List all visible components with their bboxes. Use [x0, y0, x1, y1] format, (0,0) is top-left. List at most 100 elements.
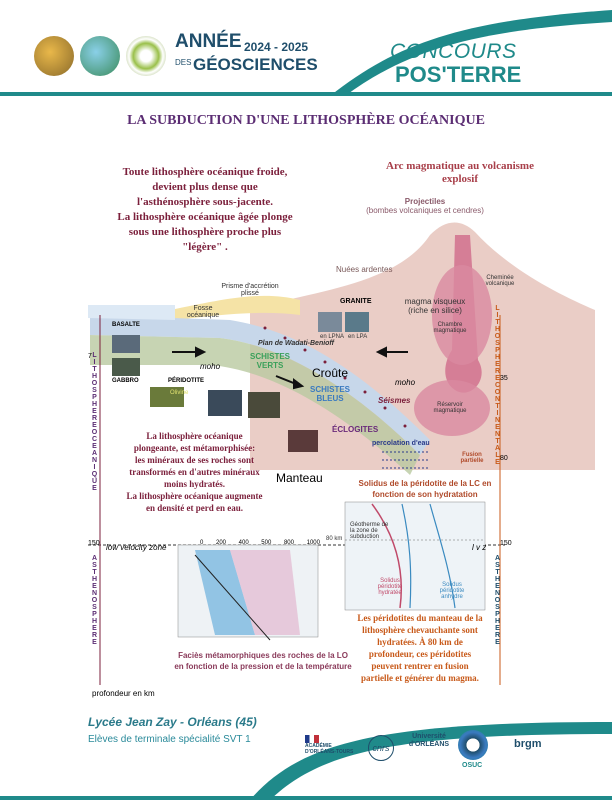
- metamorph-line: La lithosphère océanique augmente: [126, 491, 263, 501]
- lpa-label: en LPA: [348, 334, 368, 340]
- subduction-diagram: [88, 222, 595, 685]
- peridotites-line: lithosphère chevauchante sont: [362, 625, 478, 635]
- accretion-prism: [170, 295, 300, 320]
- schistes-bleus-label: SCHISTES BLEUS: [310, 385, 351, 403]
- metamorph-line: les minéraux de ses roches sont: [134, 455, 255, 465]
- solidus-title: Solidus de la péridotite de la LC en fon…: [358, 479, 492, 499]
- solidus-hydrate-curve: [401, 503, 412, 609]
- gabbro-label: GABBRO: [112, 378, 139, 384]
- tick-label: 500: [261, 540, 272, 546]
- intro-line: sous une lithosphère proche plus: [128, 226, 282, 238]
- years-label: 2024 - 2025: [244, 40, 309, 54]
- schiste-photo-2: [248, 392, 280, 418]
- moho-left-label: moho: [200, 362, 221, 371]
- projectiles-sub: (bombes volcaniques et cendres): [366, 206, 484, 215]
- eleves-label: Elèves de terminale spécialité SVT 1: [88, 734, 251, 745]
- arc-title: Arc magmatique au volcanisme explosif: [386, 160, 534, 185]
- chambre-label: Chambre magmatique: [433, 322, 467, 334]
- manteau-label: Manteau: [276, 471, 323, 485]
- fosse-label: Fosse océanique: [186, 305, 220, 319]
- profondeur-label: profondeur en km: [92, 689, 155, 698]
- moho-right-label: moho: [395, 378, 416, 387]
- intro-line: "légère" .: [182, 241, 228, 253]
- geotherme-label: Géotherme de la zone de subduction: [350, 522, 389, 540]
- seismic-dots: [263, 326, 407, 428]
- granite-lpa-photo: [345, 312, 369, 332]
- basalte-label: BASALTE: [112, 322, 140, 328]
- peridotite-label: PÉRIDOTITE: [168, 378, 205, 384]
- depth-35: 35: [500, 375, 508, 382]
- poster-title: LA SUBDUCTION D'UNE LITHOSPHÈRE OCÉANIQU…: [127, 113, 485, 128]
- intro-line: Toute lithosphère océanique froide,: [122, 166, 288, 178]
- prisme-label: Prisme d'accrétion plissé: [221, 283, 279, 297]
- projectiles-label: Projectiles (bombes volcaniques et cendr…: [340, 197, 510, 215]
- eclogites-label: ÉCLOGITES: [332, 425, 379, 434]
- facies-line: en fonction de la pression et de la temp…: [174, 662, 352, 671]
- cnrs-logo: cnrs: [368, 735, 394, 761]
- oceanic-crust: [90, 315, 430, 455]
- des-label: DES: [175, 58, 192, 67]
- schiste-photo-1: [208, 390, 242, 416]
- facies-ticks: 0 200 400 500 800 1000: [200, 540, 320, 546]
- asthenosphere-left-vertical: ASTHENOSPHERE: [91, 555, 98, 646]
- fusion-label: Fusion partielle: [460, 452, 484, 464]
- intro-line: l'asthénosphère sous-jacente.: [136, 196, 274, 208]
- academie-logo: ACADÉMIE D'ORLÉANS-TOURS: [305, 735, 355, 755]
- movement-arrows: [172, 346, 408, 390]
- lvz-label: l v z: [472, 543, 487, 552]
- peridotites-line: Les péridotites du manteau de la: [357, 613, 483, 623]
- depth-80: 80: [500, 455, 508, 462]
- schistes-verts-label: SCHISTES VERTS: [250, 352, 291, 370]
- solidus-80km-label: 80 km: [326, 536, 343, 542]
- solidus-chart: [344, 501, 486, 611]
- peridotites-line: hydratées. À 80 km de: [377, 637, 463, 647]
- osuc-label: OSUC: [462, 762, 483, 769]
- peridotites-text: Les péridotites du manteau de la lithosp…: [345, 612, 495, 684]
- annee-label: ANNÉE: [175, 31, 242, 52]
- lycee-label: Lycée Jean Zay - Orléans (45): [88, 715, 257, 729]
- solidus-hydrate-label: Solidus péridotite hydratée: [377, 578, 403, 596]
- concours-label: CONCOURS: [390, 40, 517, 63]
- facies-pink-zone: [230, 550, 300, 635]
- magma-reservoir: [414, 380, 490, 436]
- tick-label: 200: [215, 540, 226, 546]
- earth-logo-2: [80, 36, 120, 76]
- projectiles-title: Projectiles: [404, 197, 446, 206]
- peridotites-line: profondeur, ces péridotites: [368, 649, 472, 659]
- lpna-label: en LPNA: [320, 334, 345, 340]
- peridotites-line: peuvent rentrer en fusion: [371, 661, 469, 671]
- facies-caption: Faciès métamorphiques des roches de la L…: [148, 650, 378, 672]
- peridotites-line: partielle et générer du magma.: [361, 673, 479, 683]
- wadati-label: Plan de Wadati-Benioff: [258, 340, 334, 347]
- peridotite-photo: [150, 387, 184, 407]
- croute-label: Croûte: [312, 366, 349, 380]
- intro-line: devient plus dense que: [152, 181, 258, 193]
- tick-label: 800: [283, 540, 294, 546]
- ocean: [88, 305, 175, 320]
- posterre-label: POS'TERRE: [395, 62, 522, 87]
- metamorph-line: transformés en d'autres minéraux: [129, 467, 260, 477]
- tick-label: 1000: [306, 540, 320, 546]
- header: ANNÉE DES GÉOSCIENCES 2024 - 2025 CONCOU…: [0, 0, 612, 96]
- lithosphere-oceanique-vertical: LITHOSPHEREOCEANIQUE: [91, 352, 98, 492]
- intro-line: La lithosphère océanique âgée plonge: [117, 211, 293, 223]
- reservoir-label: Réservoir magmatique: [433, 402, 467, 414]
- metamorph-text: La lithosphère océanique plongeante, est…: [112, 430, 277, 514]
- percolation-label: percolation d'eau: [372, 440, 430, 447]
- french-flag-icon: [305, 735, 319, 743]
- eclogite-photo: [288, 430, 318, 452]
- geosciences-label: GÉOSCIENCES: [193, 55, 318, 74]
- solidus-anhydre-curve: [429, 503, 456, 609]
- basalte-photo: [112, 335, 140, 353]
- magma-visqueux-label: magma visqueux (riche en silice): [404, 297, 466, 315]
- magma-chamber: [432, 265, 492, 365]
- earth-logo-1: [34, 36, 74, 76]
- nuees-label: Nuées ardentes: [336, 265, 393, 274]
- header-background: [0, 10, 612, 96]
- granite-lpna-photo: [318, 312, 342, 332]
- osuc-globe-icon: [458, 730, 488, 760]
- gabbro-photo: [112, 358, 140, 376]
- intro-text: Toute lithosphère océanique froide, devi…: [90, 165, 320, 255]
- geotherme-curve: [371, 503, 403, 609]
- tick-label: 0: [200, 540, 204, 546]
